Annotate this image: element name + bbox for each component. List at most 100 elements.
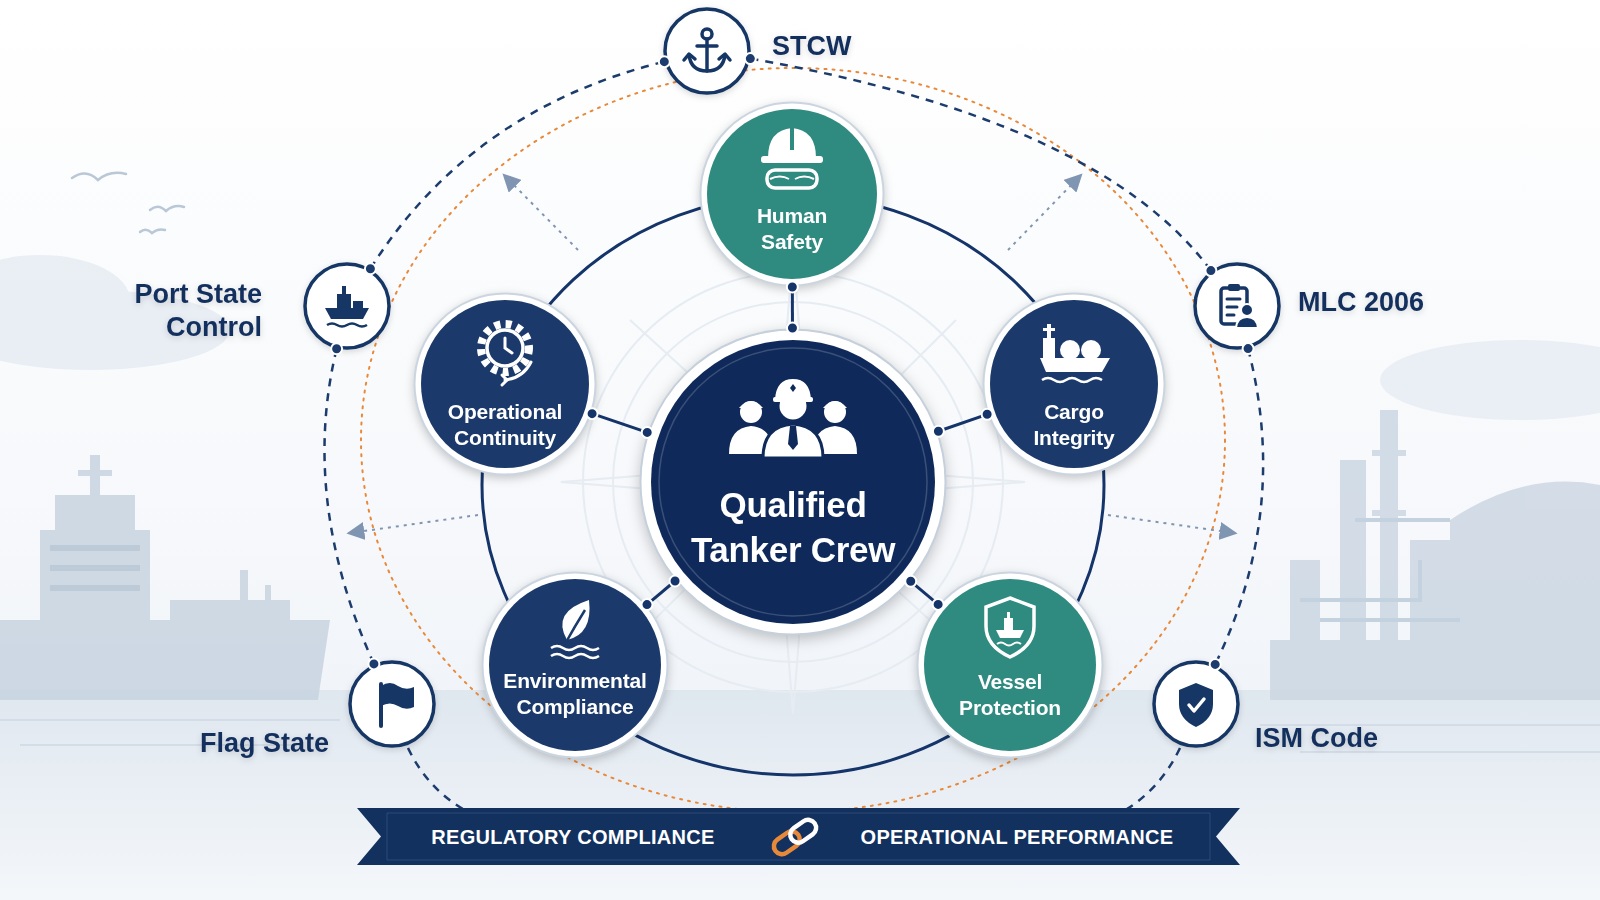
joint-dot [905, 576, 916, 587]
joint-dot [331, 343, 342, 354]
regulation-badge-shape [1193, 262, 1281, 350]
port-ship-icon-part-part [327, 324, 367, 327]
spoke-line [592, 414, 647, 433]
arc-line [324, 349, 373, 664]
regulation-label: ISM Code [1255, 722, 1378, 755]
gas-carrier-icon-part [1081, 340, 1101, 360]
anchor-icon [684, 29, 730, 71]
shield-ship-icon-part [997, 643, 1021, 646]
outcome-label: Operational Continuity [430, 399, 580, 451]
tanker-ship-illustration-part [240, 570, 248, 605]
clipboard-person-icon-part [1236, 317, 1258, 328]
compass-watermark [561, 250, 1025, 714]
anchor-icon-part [705, 39, 709, 71]
refinery-illustration-part [1450, 520, 1600, 650]
regulation-badge: ISM Code [1152, 660, 1240, 748]
gear-clock-icon-part [505, 338, 512, 353]
clipboard-person-icon-part-part [1227, 306, 1237, 309]
joint-dot [642, 427, 653, 438]
refinery-illustration-part [1270, 640, 1600, 700]
compass-watermark-part [583, 272, 1003, 692]
water [0, 690, 1600, 900]
shield-ship-icon-part [986, 598, 1034, 657]
crew-icon-part-part [813, 426, 857, 454]
port-ship-icon-part [325, 308, 369, 319]
shield-ship-icon [986, 598, 1034, 657]
refinery-illustration-part [1410, 540, 1450, 650]
crew-icon-part-part [729, 426, 773, 454]
ring-dashed-stubs-part [408, 748, 468, 812]
shield-check-icon-part [1179, 683, 1213, 727]
regulation-label: Port State Control [102, 278, 262, 344]
crew-icon-part-part [740, 401, 762, 423]
refinery-illustration-part [1300, 520, 1460, 620]
circle-rim [415, 294, 596, 475]
leaf-wave-icon-part [551, 646, 599, 650]
circle-fill [707, 109, 877, 279]
outcome-circle: Environmental Compliance [481, 571, 669, 759]
flag-icon-part [379, 684, 383, 726]
regulatory-arc [365, 56, 670, 274]
chain-link-icon [771, 817, 819, 858]
joint-dot [365, 263, 376, 274]
hard-hat-goggles-icon-part [767, 170, 817, 188]
circle-fill [990, 300, 1158, 468]
leaf-wave-icon-part [565, 610, 585, 644]
crew-icon-part-part [823, 401, 847, 408]
crew-icon-part [813, 401, 857, 454]
tanker-ship-illustration-part [55, 495, 135, 535]
circle-fill [651, 340, 935, 624]
regulation-badge-shape [303, 262, 391, 350]
ribbon-banner-shape [357, 808, 1240, 865]
outcome-circle-shape [413, 292, 597, 476]
spoke-line [938, 414, 987, 431]
birds-part [150, 206, 184, 211]
outcome-circle: Vessel Protection [916, 571, 1104, 759]
ribbon-shape [357, 808, 1240, 865]
spoke-connector [905, 576, 943, 610]
tanker-ship-illustration-part [78, 470, 112, 476]
tanker-ship-illustration-part [90, 455, 100, 500]
water-lines-part [0, 719, 340, 721]
regulation-badge-shape [663, 7, 751, 95]
tanker-ship-illustration [0, 455, 330, 700]
spoke-line [911, 581, 938, 604]
circle-rim [641, 330, 946, 635]
water-lines-part [1260, 724, 1600, 726]
joint-dot [933, 599, 944, 610]
gas-carrier-icon-part [1043, 338, 1055, 358]
crew-icon-part-part [739, 401, 763, 408]
port-ship-icon [325, 286, 369, 327]
spoke-connector [587, 408, 653, 438]
joint-dot [787, 281, 798, 292]
circle-rim [483, 573, 668, 758]
gas-carrier-icon-part [1060, 340, 1080, 360]
water-lines-part [1300, 751, 1600, 753]
badge-circle [350, 662, 434, 746]
hard-hat-goggles-icon-part [790, 128, 794, 150]
regulation-label: STCW [772, 30, 851, 63]
compass-watermark-part [561, 250, 1025, 714]
joint-dot [670, 576, 681, 587]
refinery-illustration-part-part [1355, 518, 1450, 522]
clipboard-person-icon-part-part [1227, 314, 1234, 317]
outcome-circle-shape [481, 571, 669, 759]
tanker-ship-illustration-part [0, 620, 330, 700]
spoke-connector [641, 576, 680, 611]
birds-part [72, 173, 126, 180]
shield-ship-icon-part [1004, 618, 1013, 630]
gas-carrier-icon [1040, 324, 1110, 382]
regulation-badge-shape [1152, 660, 1240, 748]
anchor-icon-part [719, 54, 730, 60]
tanker-ship-illustration-part-part [50, 585, 140, 591]
badge-circle [665, 9, 749, 93]
outward-arrows-part [350, 515, 478, 533]
gear-clock-icon-part [505, 362, 531, 380]
gear-clock-icon-part [487, 330, 523, 366]
banner-text: OPERATIONAL PERFORMANCE [861, 825, 1174, 848]
gas-carrier-icon-part [1040, 358, 1110, 372]
gear-clock-icon-part [481, 324, 529, 372]
